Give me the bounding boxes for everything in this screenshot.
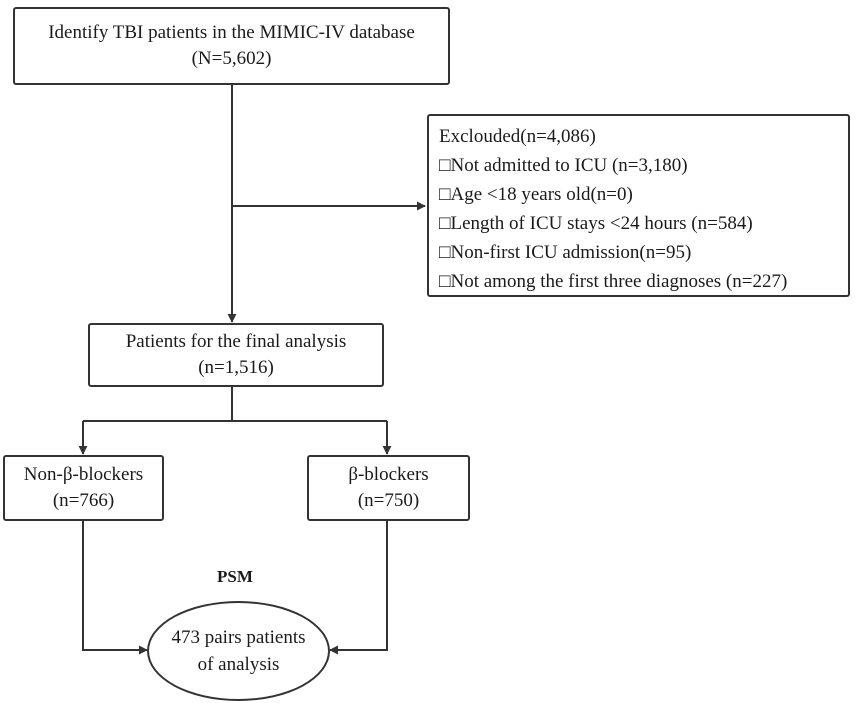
psm-label: PSM — [217, 567, 253, 586]
excluded-item-los: Length of ICU stays <24 hours (n=584) — [439, 209, 848, 238]
final-analysis-box: Patients for the final analysis (n=1,516… — [88, 323, 384, 387]
beta-blockers-count: (n=750) — [357, 490, 420, 511]
final-analysis-title: Patients for the final analysis — [125, 331, 347, 352]
excluded-box: Exclouded(n=4,086) Not admitted to ICU (… — [427, 114, 850, 297]
result-oval: 473 pairs patients of analysis — [147, 601, 330, 701]
connector-non-bb-to-result — [82, 521, 148, 655]
excluded-item-diagnoses: Not among the first three diagnoses (n=2… — [439, 267, 848, 296]
identify-title: Identify TBI patients in the MIMIC-IV da… — [48, 22, 415, 43]
connector-bb-to-result — [329, 521, 388, 655]
final-analysis-count: (n=1,516) — [198, 357, 274, 378]
result-line-1: 473 pairs patients — [171, 627, 306, 648]
excluded-item-icu: Not admitted to ICU (n=3,180) — [439, 151, 848, 180]
excluded-item-age: Age <18 years old(n=0) — [439, 180, 848, 209]
beta-blockers-box: β-blockers (n=750) — [307, 455, 470, 521]
identify-count: (N=5,602) — [191, 48, 272, 69]
excluded-title: Exclouded(n=4,086) — [439, 126, 596, 147]
identify-box: Identify TBI patients in the MIMIC-IV da… — [13, 7, 450, 85]
non-beta-blockers-box: Non-β-blockers (n=766) — [3, 455, 164, 521]
result-line-2: of analysis — [197, 654, 280, 675]
non-beta-blockers-count: (n=766) — [52, 490, 115, 511]
non-beta-blockers-label: Non-β-blockers — [23, 464, 144, 485]
excluded-item-first-admission: Non-first ICU admission(n=95) — [439, 238, 848, 267]
beta-blockers-label: β-blockers — [348, 464, 429, 485]
